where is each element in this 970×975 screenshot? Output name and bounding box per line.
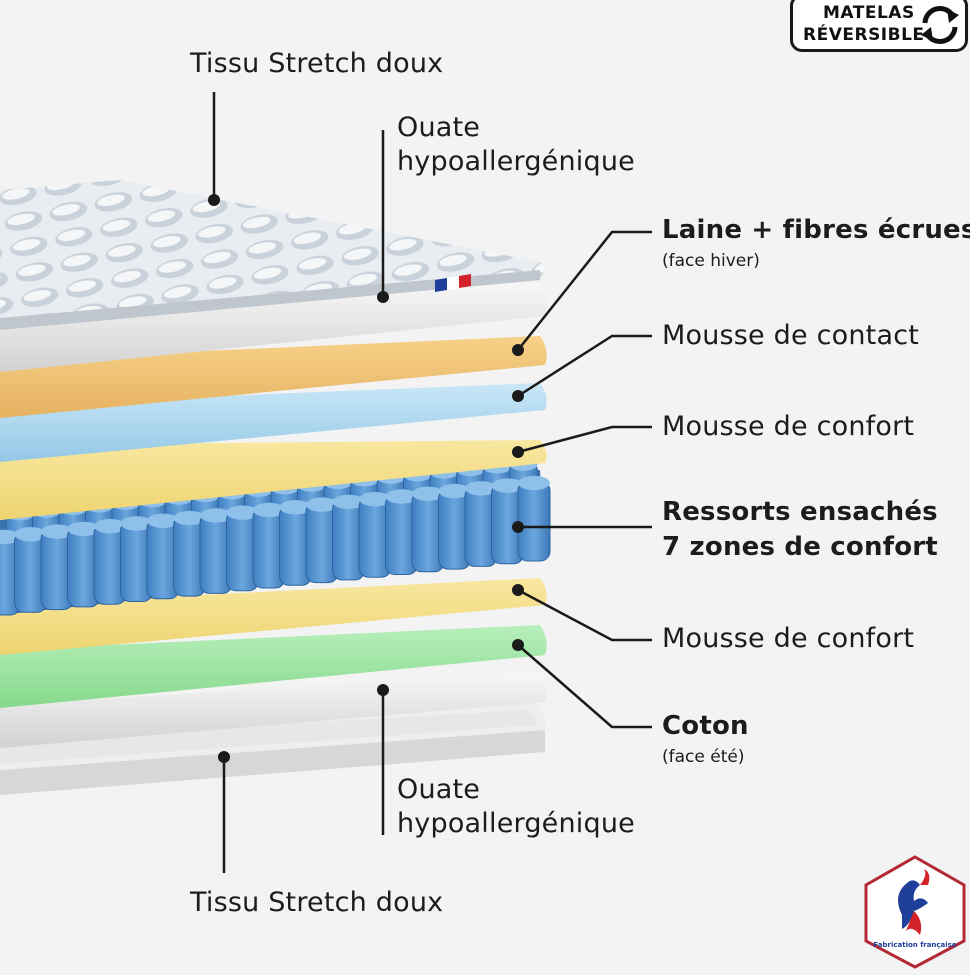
label-coton-sub: (face été) (662, 747, 745, 767)
label-ouate-bottom-1: Ouate (397, 774, 481, 805)
label-ouate-top-1: Ouate (397, 112, 481, 143)
french-rooster-icon (898, 869, 930, 935)
layer-stretch-top (0, 180, 544, 330)
fabrication-francaise-seal: Fabrication française (864, 855, 966, 969)
badge-line-1: MATELAS (823, 3, 915, 23)
label-mousse-contact: Mousse de contact (662, 320, 920, 351)
seal-caption: Fabrication française (873, 941, 956, 949)
label-tissu-bottom: Tissu Stretch doux (190, 887, 444, 918)
label-coton: Coton (662, 711, 749, 741)
layer-ouate-bottom (0, 672, 547, 748)
layer-ouate-top (0, 282, 547, 372)
label-mousse-confort-1: Mousse de confort (662, 411, 915, 442)
badge-line-2: RÉVERSIBLE (803, 25, 925, 45)
layer-mousse-confort-bottom (0, 578, 547, 655)
reverse-arrows-icon (921, 5, 959, 45)
label-ressorts-1: Ressorts ensachés (662, 497, 938, 527)
label-ouate-bottom-2: hypoallergénique (397, 808, 635, 839)
label-laine-sub: (face hiver) (662, 251, 760, 271)
layer-mousse-confort-top (0, 440, 547, 520)
reversible-mattress-badge: MATELAS RÉVERSIBLE (790, 0, 968, 52)
label-tissu-top: Tissu Stretch doux (190, 48, 444, 79)
label-ressorts-2: 7 zones de confort (662, 532, 938, 562)
layer-coton (0, 625, 547, 708)
layer-stretch-bottom (0, 702, 546, 795)
label-mousse-confort-2: Mousse de confort (662, 623, 915, 654)
layer-ressorts (0, 458, 551, 616)
french-flag-icon (435, 274, 471, 292)
label-laine: Laine + fibres écrues (662, 215, 970, 245)
pointer-dots (208, 194, 524, 763)
pointer-lines (212, 92, 652, 873)
label-ouate-top-2: hypoallergénique (397, 146, 635, 177)
